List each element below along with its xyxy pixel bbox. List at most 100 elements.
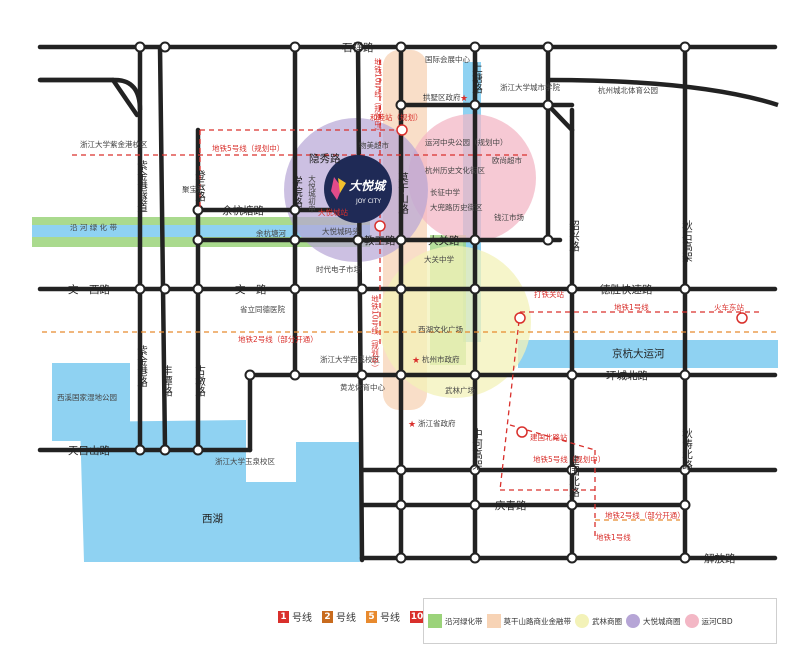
metro-label-10b: 地铁10号线（规划中） [370,294,379,372]
zone-wulin-label: 武林商圈 [592,616,622,626]
road-jinghang: 京杭大运河 [612,347,665,360]
west-lake [80,420,360,562]
road-zhonghe: 中河高架 [471,427,483,471]
zone-mogan-swatch [486,614,501,628]
label-zju-zijingang: 浙江大学紫金港校区 [80,139,148,149]
metro-label-1b: 地铁1号线 [596,532,631,542]
road-shangtang: 上塘路 [471,62,483,94]
mall-name-en: JOY CITY [355,198,381,205]
label-changzheng: 长征中学 [430,187,460,197]
label-jubang: 聚宝汇 [182,184,205,194]
road-huancheng: 环城北路 [606,369,648,382]
curved-road-nw [40,77,143,111]
svg-text:★: ★ [412,356,420,366]
zone-legend: 沿河绿化带 莫干山路商业金融带 武林商圈 大悦城商圈 运河CBD [423,598,777,644]
label-dayuecheng-dock: 大悦城码头 [322,226,360,236]
legend-zone-dayuecheng: 大悦城商圈 [626,614,681,628]
road-wenyixi: 文一西路 [68,283,110,296]
metro-line-legend: 1 号线 2 号线 5 号线 10 号线 [278,609,447,624]
label-guoji: 国际会展中心 [425,54,470,64]
label-yuhangtang-river: 余杭塘河 [256,228,286,238]
label-zju-yuquan: 浙江大学玉泉校区 [215,456,275,466]
label-dayuecheng-junior: 大悦城初中 [307,174,316,214]
label-shidai: 时代电子市场 [316,264,361,274]
road-zijingang-tunnel: 紫金港隧道 [136,160,148,213]
line-1-label: 号线 [292,613,312,624]
metro-label-5: 地铁5号线（规划中） [212,143,284,153]
metro-label-10: 地铁10号线（规划中） [373,57,382,135]
svg-text:★: ★ [460,94,468,104]
zone-cbd-swatch [684,614,699,628]
label-daduoyu: 大兜路历史街区 [430,202,483,212]
road-qiutao: 秋涛北路 [681,427,693,471]
label-xihu-culture: 西湖文化广场 [418,324,463,334]
road-jianguo: 建国北路 [568,454,580,498]
zone-green-label: 沿河绿化带 [445,616,483,626]
line-2-badge: 2 [322,610,333,623]
label-huanglong: 黄龙体育中心 [340,382,385,392]
label-hz-gov: 杭州市政府 [422,354,460,364]
zone-mogan-label: 莫干山路商业金融带 [503,616,572,626]
grand-canal-lower [518,340,778,368]
metro-label-jianguo: 建国北路站 [530,432,568,442]
label-yanhe: 沿 河 绿 化 带 [70,222,118,232]
label-gongshu: 拱墅区政府 [423,92,461,102]
road-daguan: 大关路 [428,234,460,247]
wulin-circle [379,246,531,398]
metro-markers [374,124,748,438]
label-yunhe-park: 运河中央公园（规划中） [425,137,508,147]
label-ouhang: 欧尚超市 [492,155,522,165]
road-desheng: 德胜快速路 [600,283,653,296]
label-wulin: 武林广场 [445,385,475,395]
road-jiaogong: 教工路 [364,234,396,247]
metro-label-2: 地铁2号线（部分开通） [238,334,318,344]
road-gudang: 古墩路 [194,364,206,397]
zone-wulin-swatch [575,614,589,628]
road-jiefang: 解放路 [704,552,736,565]
road-qiushi: 秋石高架 [681,219,693,263]
line-1-badge: 1 [278,610,289,623]
road-qingchun: 庆春路 [495,499,527,512]
zone-green-swatch [428,614,442,628]
road-mogan: 莫干山路 [397,172,409,215]
label-daguan-middle: 大关中学 [424,254,454,264]
zone-dayuecheng-swatch [626,614,640,628]
label-zju-city: 浙江大学城市学院 [500,82,560,92]
label-history: 杭州历史文化街区 [425,165,485,175]
label-wumei: 物美超市 [359,140,389,150]
legend-zone-mogan: 莫干山路商业金融带 [486,614,572,628]
legend-line-5: 5 号线 [366,609,400,624]
line-10-badge: 10 [410,610,424,623]
legend-zone-cbd: 运河CBD [684,614,733,628]
metro-label-5b: 地铁5号线（规划中） [533,454,605,464]
road-fengtan: 丰潭路 [161,364,173,397]
dayuecheng-badge [324,155,392,223]
zone-cbd-label: 运河CBD [701,616,733,626]
mall-logo-star [331,177,342,200]
mall-name-cn: 大悦城 [349,179,387,193]
legend-line-1: 1 号线 [278,609,312,624]
label-stadium: 杭州城北体育公园 [598,85,658,95]
line-2-label: 号线 [336,613,356,624]
mall-logo-star-2 [338,178,346,193]
intersections [134,41,691,564]
svg-text:★: ★ [408,420,416,430]
road-zijingang: 紫金港路 [136,345,148,388]
label-zj-gov: 浙江省政府 [418,418,456,428]
road-wenyi: 文一路 [235,283,267,296]
label-shengli: 省立同德医院 [240,304,285,314]
road-denyun: 登云路 [194,169,206,202]
gov-stars: ★ ★ ★ [408,94,468,430]
metro-label-datieguan: 打铁关站 [534,289,564,299]
yuhangtang-river [32,225,370,237]
road-tianmushan: 天目山路 [68,444,110,457]
legend-line-2: 2 号线 [322,609,356,624]
label-xixi: 西溪国家湿地公园 [57,392,117,402]
metro-dashed-lines [42,60,780,540]
metro-label-2b: 地铁2号线（部分开通） [605,510,685,520]
curved-road-ne [547,77,779,108]
lake-xihu: 西湖 [202,513,223,525]
road-xueyuan: 学院路 [291,175,303,208]
metro-label-dayuecheng: 大悦城站 [318,207,348,217]
